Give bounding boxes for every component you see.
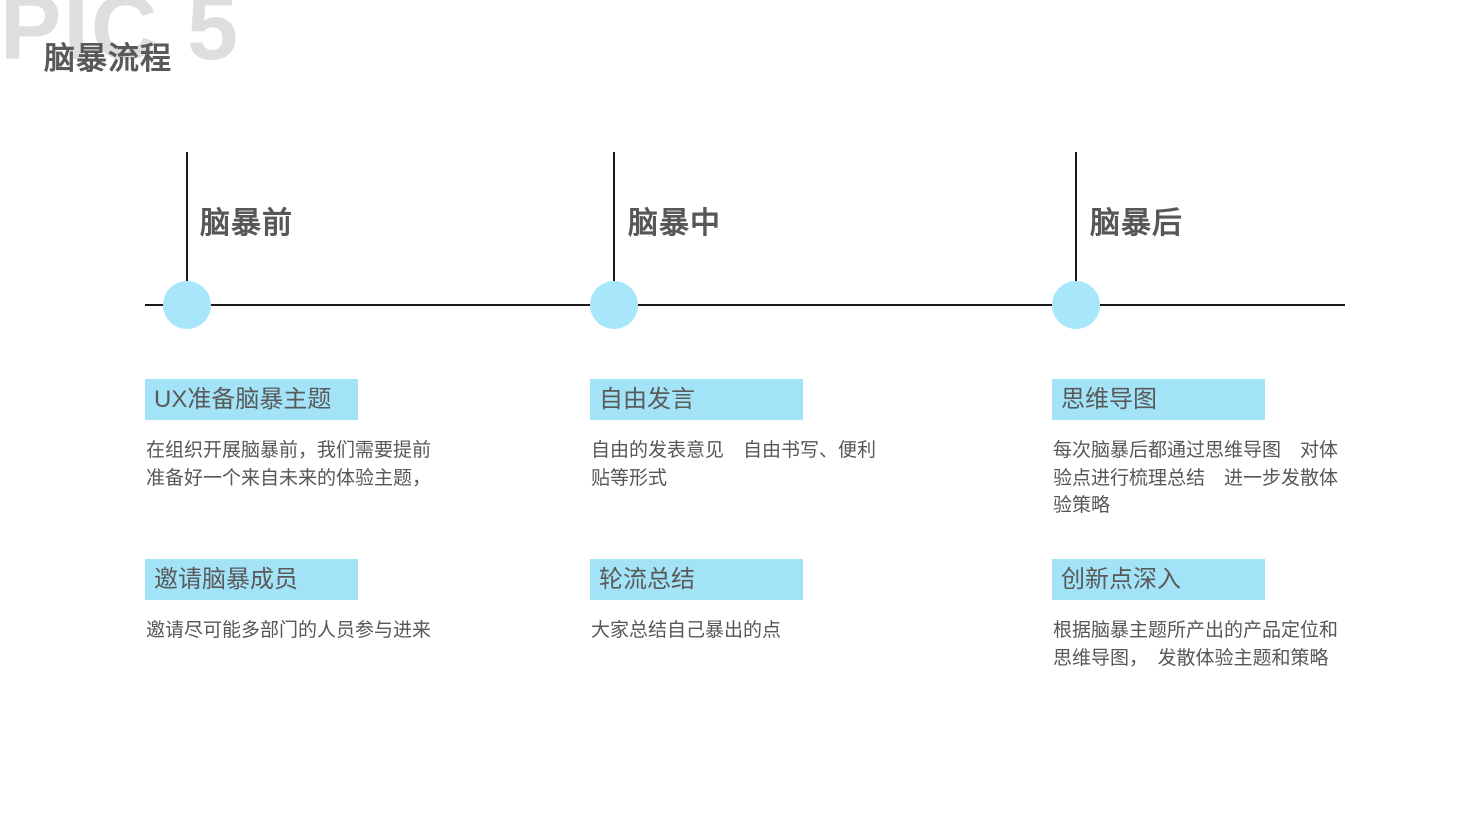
block-body: 自由的发表意见 自由书写、便利贴等形式 bbox=[591, 440, 877, 489]
block-body: 在组织开展脑暴前，我们需要提前准备好一个来自未来的体验主题， bbox=[146, 440, 432, 489]
stage-tick-1 bbox=[186, 152, 188, 305]
timeline-stage-3: 脑暴后 思维导图 每次脑暴后都通过思维导图 对体验点进行梳理总结 进一步发散体验… bbox=[0, 0, 1338, 832]
stage-tick-3 bbox=[1075, 152, 1077, 305]
stage-2-block-1: 自由发言 自由的发表意见 自由书写、便利贴等形式 bbox=[590, 379, 890, 492]
stage-heading-1: 脑暴前 bbox=[200, 207, 293, 240]
timeline-axis-line bbox=[145, 304, 1345, 306]
block-title[interactable]: 轮流总结 bbox=[590, 559, 803, 600]
stage-3-block-2: 创新点深入 根据脑暴主题所产出的产品定位和思维导图， 发散体验主题和策略 bbox=[1052, 559, 1352, 672]
stage-3-block-1: 思维导图 每次脑暴后都通过思维导图 对体验点进行梳理总结 进一步发散体验策略 bbox=[1052, 379, 1352, 520]
timeline-stage-1: 脑暴前 UX准备脑暴主题 在组织开展脑暴前，我们需要提前准备好一个来自未来的体验… bbox=[0, 0, 431, 832]
page-title: 脑暴流程 bbox=[44, 41, 172, 76]
block-title[interactable]: 创新点深入 bbox=[1052, 559, 1265, 600]
stage-heading-3: 脑暴后 bbox=[1090, 207, 1183, 240]
stage-heading-2: 脑暴中 bbox=[628, 207, 721, 240]
watermark-label: PIC 5 bbox=[0, 0, 241, 79]
page-header: PIC 5 脑暴流程 bbox=[0, 0, 520, 110]
stage-1-block-1: UX准备脑暴主题 在组织开展脑暴前，我们需要提前准备好一个来自未来的体验主题， bbox=[145, 379, 445, 492]
block-title[interactable]: 自由发言 bbox=[590, 379, 803, 420]
block-body: 根据脑暴主题所产出的产品定位和思维导图， 发散体验主题和策略 bbox=[1053, 620, 1339, 669]
stage-1-block-2: 邀请脑暴成员 邀请尽可能多部门的人员参与进来 bbox=[145, 559, 445, 645]
block-body: 大家总结自己暴出的点 bbox=[591, 620, 782, 641]
stage-marker-dot-1[interactable] bbox=[163, 281, 211, 329]
block-body: 每次脑暴后都通过思维导图 对体验点进行梳理总结 进一步发散体验策略 bbox=[1053, 440, 1339, 517]
stage-marker-dot-2[interactable] bbox=[590, 281, 638, 329]
timeline-stage-2: 脑暴中 自由发言 自由的发表意见 自由书写、便利贴等形式 轮流总结 大家总结自己… bbox=[0, 0, 876, 832]
block-title[interactable]: 邀请脑暴成员 bbox=[145, 559, 358, 600]
block-title[interactable]: UX准备脑暴主题 bbox=[145, 379, 358, 420]
stage-tick-2 bbox=[613, 152, 615, 305]
block-body: 邀请尽可能多部门的人员参与进来 bbox=[146, 620, 432, 641]
stage-2-block-2: 轮流总结 大家总结自己暴出的点 bbox=[590, 559, 890, 645]
stage-marker-dot-3[interactable] bbox=[1052, 281, 1100, 329]
block-title[interactable]: 思维导图 bbox=[1052, 379, 1265, 420]
